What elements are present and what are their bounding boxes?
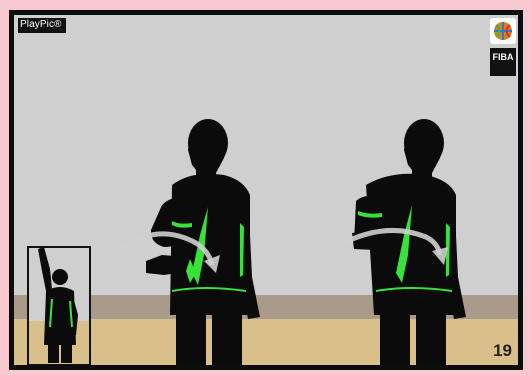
signal-illustration-frame: PlayPic® FIBA 19	[9, 10, 523, 370]
page-number: 19	[493, 341, 512, 361]
inset-thumbnail	[28, 247, 90, 365]
playpic-label: PlayPic®	[18, 18, 66, 33]
fiba-ball-icon	[490, 18, 516, 44]
signal-scene: PlayPic® FIBA 19	[14, 15, 518, 365]
fiba-logo: FIBA	[490, 18, 516, 76]
scene-artwork	[14, 15, 518, 365]
fiba-logo-text: FIBA	[490, 48, 516, 76]
